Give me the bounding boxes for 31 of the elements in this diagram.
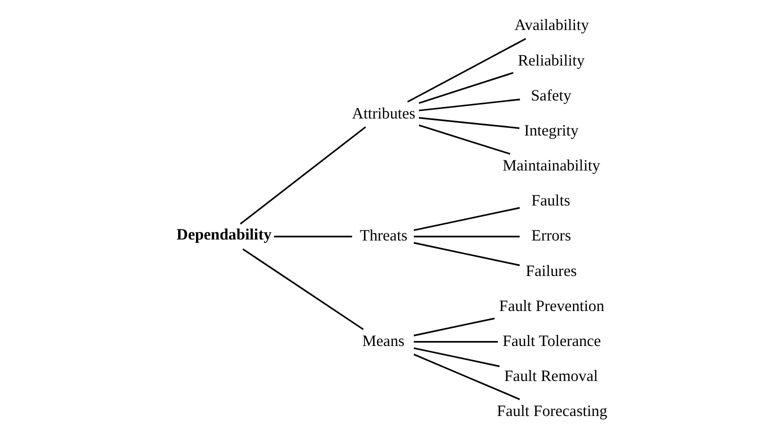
node-text: Attributes [352,104,416,122]
connector [418,72,514,104]
node-text: Reliability [518,52,585,69]
node-text: Errors [531,227,572,244]
connector [414,235,520,237]
connector [414,353,520,400]
connector [418,124,510,154]
connector [414,317,495,336]
connector [414,242,520,266]
connector [414,346,500,367]
node-text: Availability [514,16,589,34]
connector [414,206,520,231]
node-text: Fault Removal [504,368,598,385]
connector [240,126,366,224]
node-text: Fault Prevention [499,297,604,314]
connector [242,248,364,330]
node-text: Fault Forecasting [496,402,608,420]
connector [407,37,526,102]
connector [418,98,520,111]
node-text: Threats [360,227,408,244]
node-text: Safety [530,86,572,104]
connector [414,340,498,342]
node-text: Faults [531,192,570,210]
connector [418,116,520,128]
node-text: Integrity [524,122,579,139]
node-text: Failures [526,262,577,280]
connector [274,235,352,237]
node-text: Means [362,332,404,350]
node-text: Dependability [176,226,272,244]
node-text: Fault Tolerance [502,332,601,350]
node-text: Maintainability [502,157,600,174]
